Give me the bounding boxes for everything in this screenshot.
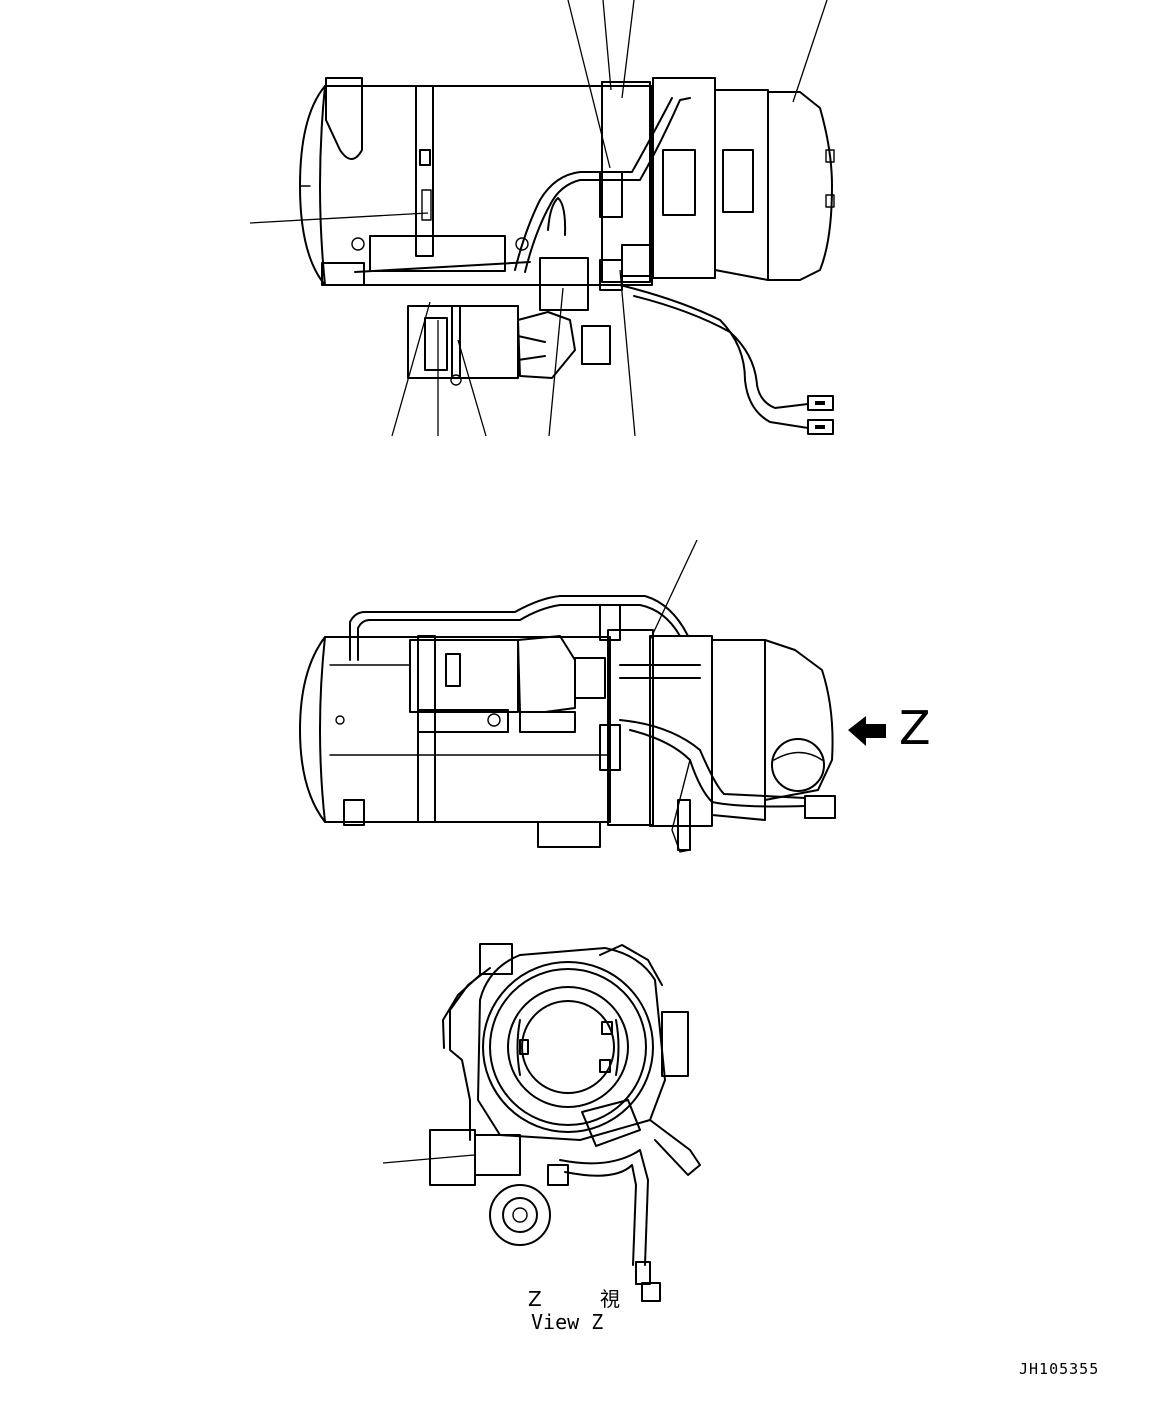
harness-side bbox=[619, 664, 836, 853]
fuel-pipe-top bbox=[514, 97, 691, 273]
top-view bbox=[249, 0, 835, 437]
blower-motor-top bbox=[407, 257, 611, 386]
top-view-leader-lines bbox=[249, 0, 828, 437]
view-caption-english: View Z bbox=[531, 1310, 604, 1334]
burner-housing-top bbox=[599, 77, 835, 291]
end-view-leader-line bbox=[382, 1154, 475, 1164]
view-z-arrow-label: Z bbox=[899, 701, 931, 755]
end-view-z bbox=[382, 943, 701, 1302]
end-harness bbox=[559, 1149, 661, 1302]
side-view bbox=[299, 539, 886, 853]
view-caption-japanese: Z 視 bbox=[528, 1287, 647, 1311]
burner-housing-side bbox=[599, 604, 834, 851]
end-pump-assembly bbox=[429, 1129, 569, 1246]
heater-body-top bbox=[299, 77, 653, 286]
side-view-leader-line bbox=[649, 539, 698, 641]
heater-body-side bbox=[299, 635, 611, 848]
view-direction-arrow bbox=[848, 716, 886, 746]
fuel-pipe-side bbox=[349, 595, 689, 661]
drawing-code: JH105355 bbox=[1019, 1360, 1100, 1378]
outlet-ring bbox=[482, 961, 654, 1133]
harness-top bbox=[619, 284, 834, 435]
end-housing bbox=[477, 943, 701, 1176]
end-fuel-pipe bbox=[442, 967, 491, 1141]
blower-motor-side bbox=[409, 635, 606, 733]
end-control-box bbox=[581, 1099, 641, 1147]
